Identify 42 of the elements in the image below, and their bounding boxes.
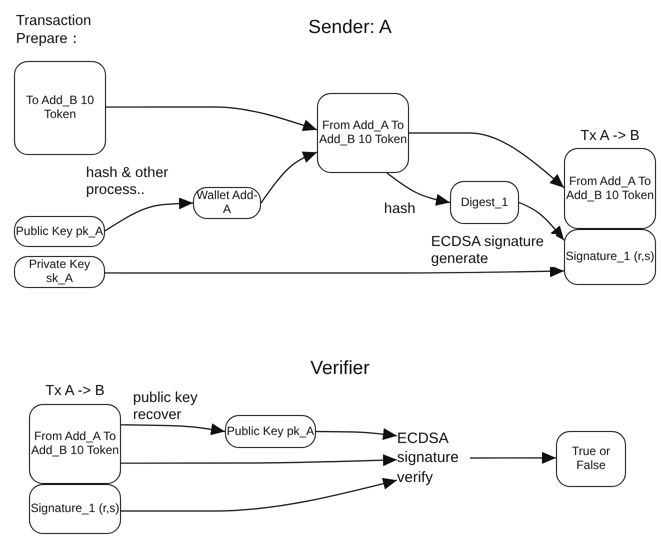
process-box (317, 93, 409, 173)
process-box (14, 61, 106, 155)
node-label: True or False (570, 445, 612, 473)
node-label: From Add_A To Add_B 10 Token (565, 174, 655, 202)
arrow (121, 454, 398, 466)
arrow (104, 197, 194, 232)
node-label: To Add_B 10 Token (24, 94, 96, 122)
node-label: Public Key pk_A (16, 224, 104, 238)
arrow (386, 172, 450, 206)
node-label: Signature_1 (r,s) (566, 250, 654, 264)
section-heading: Verifier (309, 357, 371, 381)
arrow (106, 106, 318, 132)
arrow (470, 452, 556, 464)
node-label: From Add_A To Add_B 10 Token (318, 119, 408, 147)
process-box (450, 181, 519, 224)
node-label: From Add_A To Add_B 10 Token (30, 430, 120, 458)
node-label: Digest_1 (460, 196, 508, 210)
arrow (518, 202, 564, 241)
node-label: Wallet Add-A (196, 189, 258, 217)
process-box (29, 484, 121, 534)
process-box (14, 256, 105, 288)
note-text: Transaction Prepare： (16, 12, 92, 48)
process-box (564, 229, 656, 285)
process-box (29, 404, 121, 484)
arrow (316, 428, 398, 440)
node-label: Signature_1 (r,s) (30, 502, 120, 516)
box-caption: Tx A -> B (579, 127, 641, 146)
arrow (121, 478, 398, 512)
process-box (225, 415, 316, 448)
edge-label: ECDSA signature generate (431, 234, 556, 268)
arrow (121, 423, 226, 436)
section-heading: Sender: A (307, 16, 393, 40)
arrow (260, 152, 318, 204)
arrow (409, 132, 564, 188)
process-box (14, 216, 105, 247)
box-caption: Tx A -> B (44, 382, 106, 400)
node-label: ECDSA signature verify (397, 428, 470, 488)
arrow (105, 265, 564, 278)
node-label: Private Key sk_A (28, 258, 92, 286)
process-box (556, 431, 626, 487)
node-label: Public Key pk_A (226, 424, 314, 438)
process-box (564, 148, 656, 229)
